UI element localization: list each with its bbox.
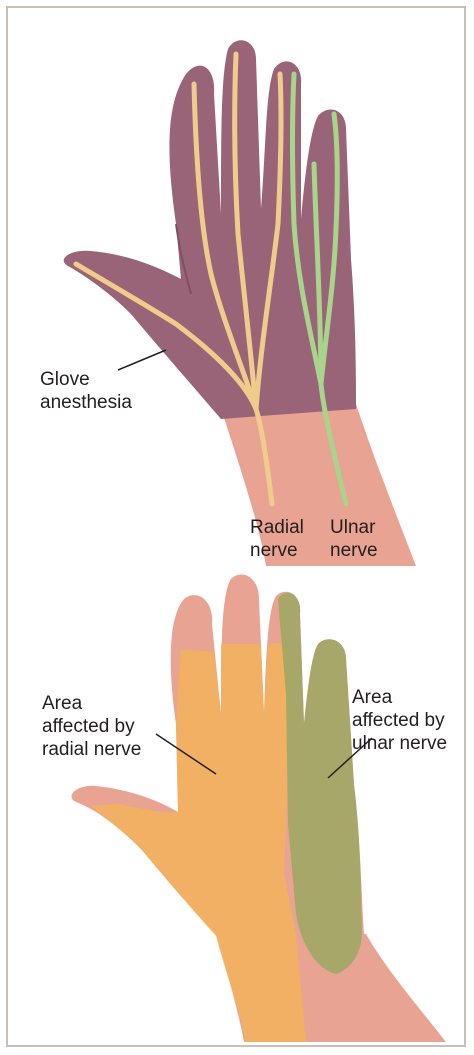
glove-anesthesia-label: Glove anesthesia <box>40 368 132 414</box>
bottom-panel-affected-areas: Area affected by radial nerve Area affec… <box>16 574 460 1042</box>
ulnar-nerve-label: Ulnar nerve <box>330 516 378 562</box>
glove-leader-line <box>118 350 166 370</box>
glove-hand <box>64 40 356 419</box>
hand-nerve-illustration <box>16 14 460 566</box>
hand-areas-illustration <box>16 574 460 1042</box>
radial-area-label: Area affected by radial nerve <box>42 692 141 761</box>
radial-nerve-label: Radial nerve <box>250 516 304 562</box>
figure-frame: Glove anesthesia Radial nerve Ulnar nerv… <box>6 6 466 1047</box>
ulnar-area-label: Area affected by ulnar nerve <box>352 686 447 755</box>
top-panel-nerve-paths: Glove anesthesia Radial nerve Ulnar nerv… <box>16 14 460 566</box>
